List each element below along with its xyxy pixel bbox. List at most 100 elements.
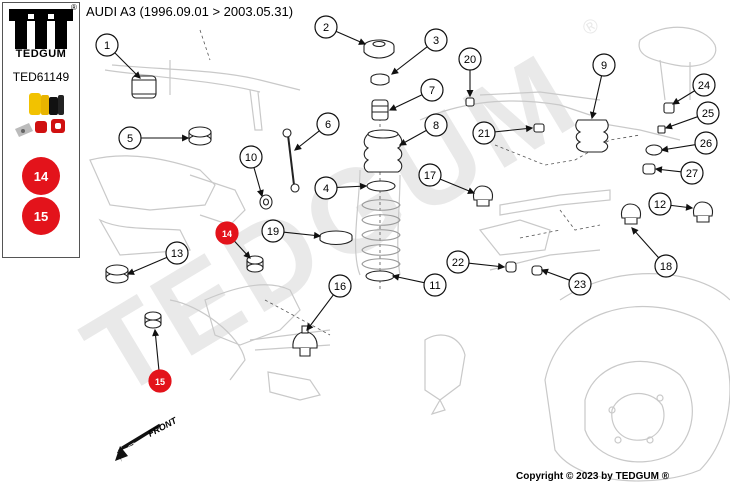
badge-14[interactable]: 14 (22, 157, 60, 195)
leader-arrow-18 (631, 227, 639, 235)
leader-arrow-20 (466, 90, 474, 98)
leader-line-9 (591, 75, 603, 119)
part-22-bushing (505, 261, 517, 273)
callout-16[interactable]: 16 (328, 274, 352, 298)
product-bushings-image (15, 93, 65, 137)
callout-circle-8 (424, 113, 448, 137)
callout-number-8: 8 (433, 120, 439, 132)
callout-number-4: 4 (323, 183, 329, 195)
callout-number-21: 21 (478, 128, 490, 140)
leader-arrow-26 (660, 145, 669, 153)
part-3-bearing (370, 73, 390, 86)
part-16-ball-joint (292, 325, 318, 357)
part-4-spring-pad (366, 180, 396, 192)
callout-number-18: 18 (660, 261, 672, 273)
part-20-bushing (465, 97, 475, 107)
callout-circle-15 (148, 369, 172, 393)
callout-number-23: 23 (574, 279, 586, 291)
vehicle-title: AUDI A3 (1996.09.01 > 2003.05.31) (86, 4, 294, 19)
part-19-strut-bearing (319, 230, 353, 246)
callout-circle-14 (215, 221, 239, 245)
callout-number-19: 19 (267, 226, 279, 238)
leader-arrow-17 (467, 187, 476, 194)
part-14-bushing (246, 255, 264, 273)
callout-7[interactable]: 7 (420, 78, 444, 102)
callout-3[interactable]: 3 (424, 28, 448, 52)
callout-circle-5 (118, 126, 142, 150)
leader-arrow-22 (497, 262, 506, 270)
part-24-bushing (663, 102, 675, 114)
callout-circle-4 (314, 176, 338, 200)
callout-27[interactable]: 27 (680, 161, 704, 185)
callout-12[interactable]: 12 (648, 192, 672, 216)
callout-circle-17 (418, 163, 442, 187)
callout-1[interactable]: 1 (95, 33, 119, 57)
callout-circle-22 (446, 250, 470, 274)
leader-arrow-23 (540, 268, 549, 276)
badge-15[interactable]: 15 (22, 197, 60, 235)
callout-circle-27 (680, 161, 704, 185)
part-25-bushing (657, 125, 666, 134)
callout-number-12: 12 (654, 199, 666, 211)
callout-9[interactable]: 9 (592, 53, 616, 77)
callout-23[interactable]: 23 (568, 272, 592, 296)
callout-10[interactable]: 10 (239, 145, 263, 169)
callout-20[interactable]: 20 (458, 47, 482, 71)
callout-circle-6 (316, 112, 340, 136)
part-7-bump-stop (371, 99, 389, 121)
callout-18[interactable]: 18 (654, 254, 678, 278)
callout-4[interactable]: 4 (314, 176, 338, 200)
leader-arrow-4 (359, 182, 368, 190)
leader-line-19 (283, 231, 321, 237)
callout-circle-11 (423, 273, 447, 297)
callout-number-2: 2 (323, 22, 329, 34)
leader-arrow-21 (525, 125, 534, 133)
callout-number-25: 25 (702, 108, 714, 120)
callout-circle-26 (694, 131, 718, 155)
callout-19[interactable]: 19 (261, 219, 285, 243)
callout-number-15: 15 (155, 377, 165, 387)
callout-14[interactable]: 14 (215, 221, 239, 245)
front-label: FRONT (146, 415, 179, 439)
callout-11[interactable]: 11 (423, 273, 447, 297)
callout-2[interactable]: 2 (314, 15, 338, 39)
part-2-strut-mount (363, 39, 395, 59)
part-5-bushing (188, 126, 212, 146)
part-21-bushing (533, 123, 545, 133)
leader-arrow-24 (671, 97, 680, 105)
callout-circle-21 (472, 121, 496, 145)
callout-circle-13 (165, 241, 189, 265)
callout-circle-20 (458, 47, 482, 71)
leader-arrow-5 (182, 134, 190, 142)
callout-number-13: 13 (171, 248, 183, 260)
callout-number-26: 26 (700, 138, 712, 150)
leader-arrow-7 (388, 104, 397, 111)
coil-spring (361, 199, 401, 270)
callout-8[interactable]: 8 (424, 113, 448, 137)
leader-arrow-6 (294, 143, 302, 151)
leader-line-18 (631, 227, 660, 259)
callout-21[interactable]: 21 (472, 121, 496, 145)
callout-13[interactable]: 13 (165, 241, 189, 265)
leader-arrow-3 (390, 67, 399, 75)
callout-22[interactable]: 22 (446, 250, 470, 274)
callout-25[interactable]: 25 (696, 101, 720, 125)
brand-name: TEDGUM (15, 48, 67, 60)
part-26-washer (645, 144, 663, 156)
leader-line-16 (306, 294, 334, 331)
part-17-bushing (472, 185, 494, 207)
callout-circle-24 (692, 73, 716, 97)
callout-5[interactable]: 5 (118, 126, 142, 150)
callout-circle-19 (261, 219, 285, 243)
callout-24[interactable]: 24 (692, 73, 716, 97)
tedgum-logo-icon (9, 9, 73, 49)
callout-26[interactable]: 26 (694, 131, 718, 155)
callout-circle-23 (568, 272, 592, 296)
callout-number-9: 9 (601, 60, 607, 72)
callout-number-17: 17 (424, 170, 436, 182)
callout-6[interactable]: 6 (316, 112, 340, 136)
callout-17[interactable]: 17 (418, 163, 442, 187)
callout-15[interactable]: 15 (148, 369, 172, 393)
